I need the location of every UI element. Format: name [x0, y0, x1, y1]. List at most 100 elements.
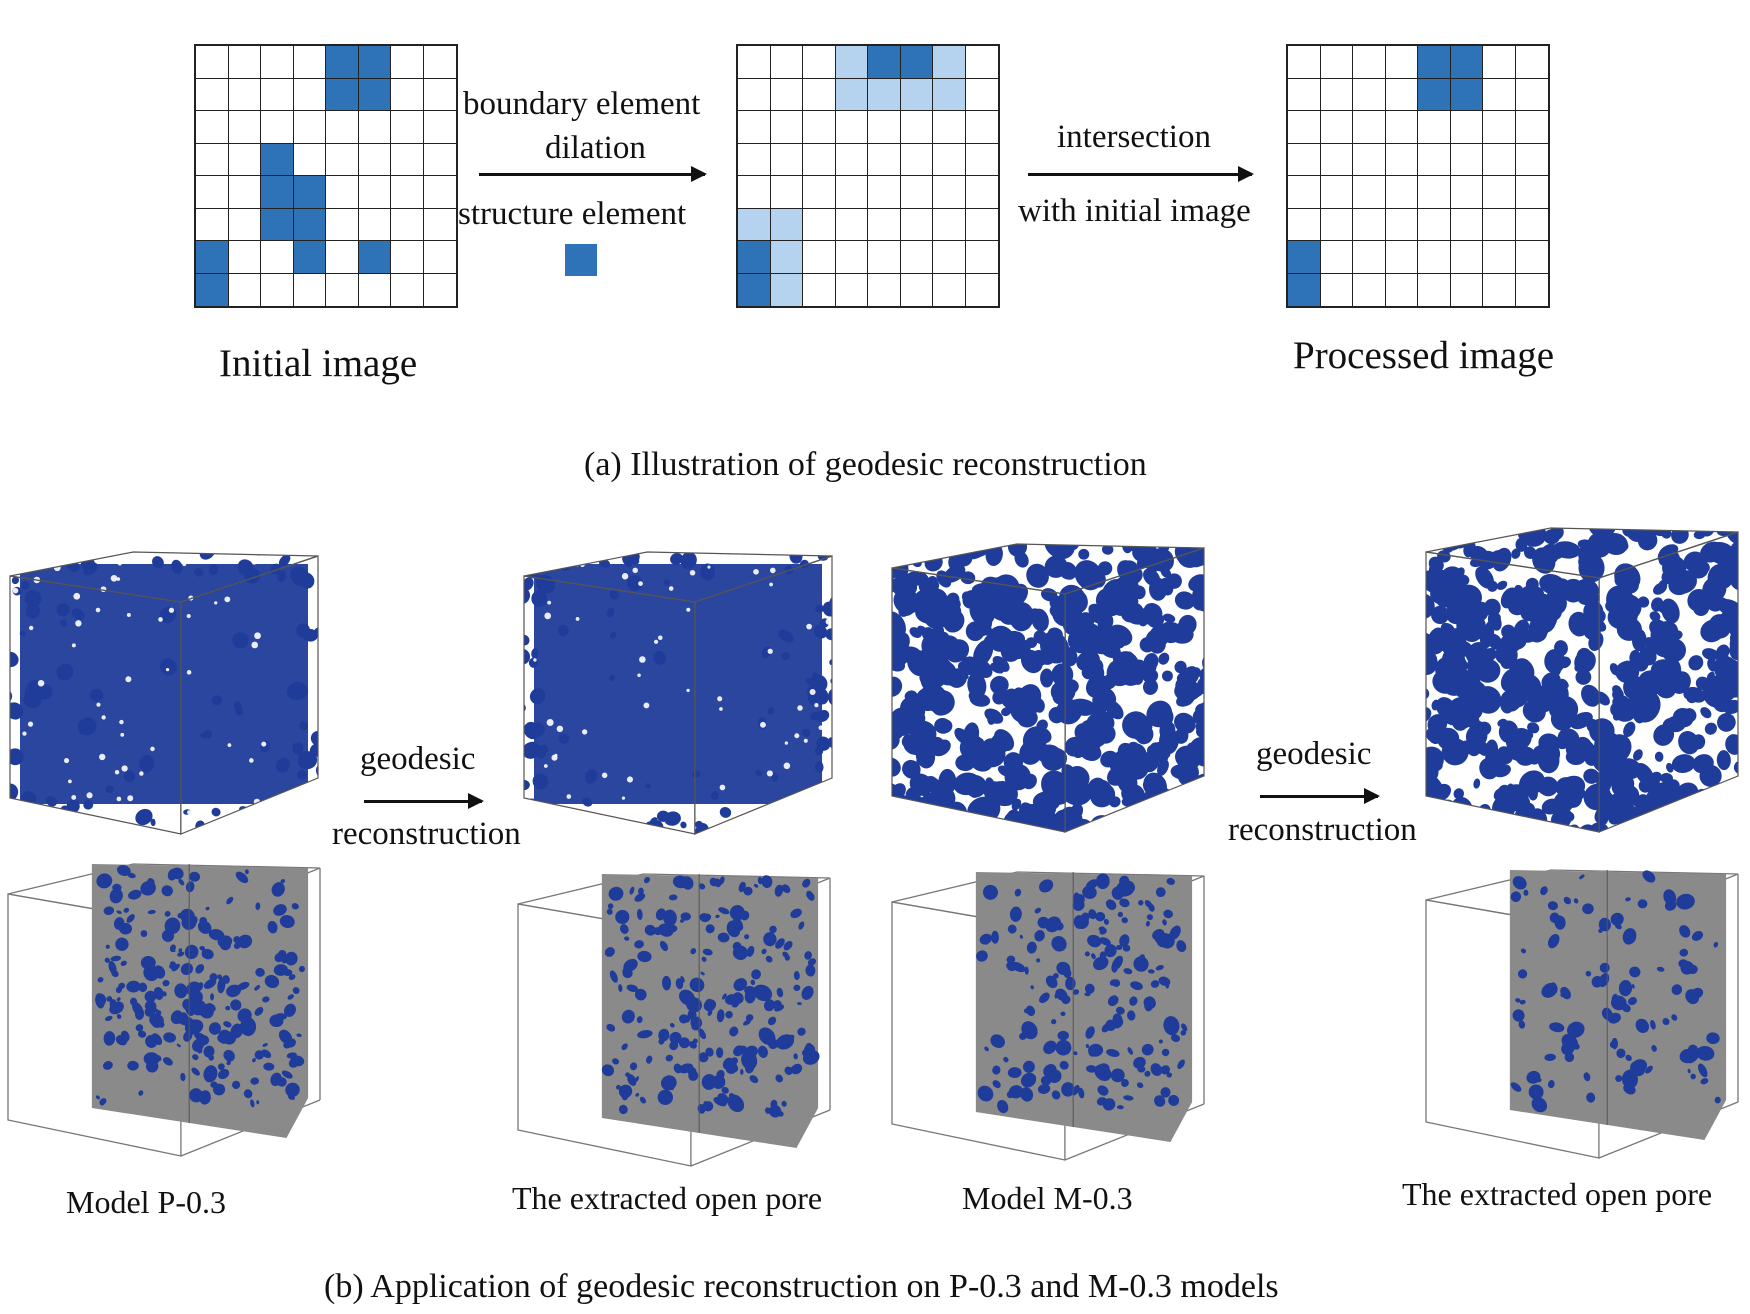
- grid-cell: [1450, 273, 1483, 306]
- grid-cell: [293, 46, 326, 79]
- grid-cell: [738, 241, 771, 274]
- grid-cell: [738, 46, 771, 79]
- grid-cell: [196, 241, 229, 274]
- grid-cell: [1483, 273, 1516, 306]
- grid-cell: [868, 46, 901, 79]
- grid-cell: [1385, 176, 1418, 209]
- grid-cell: [738, 111, 771, 144]
- grid-cell: [1353, 176, 1386, 209]
- grid-cell: [1353, 46, 1386, 79]
- grid-cell: [868, 111, 901, 144]
- grid-cell: [1450, 111, 1483, 144]
- grid-cell: [965, 241, 998, 274]
- grid-cell: [1385, 78, 1418, 111]
- grid-cell: [1515, 208, 1548, 241]
- grid-cell: [196, 176, 229, 209]
- grid-cell: [358, 143, 391, 176]
- grid-cell: [261, 241, 294, 274]
- grid-cell: [391, 143, 424, 176]
- grid-cell: [326, 111, 359, 144]
- grid-cell: [1450, 143, 1483, 176]
- grid-cell: [868, 208, 901, 241]
- grid-cell: [1288, 273, 1321, 306]
- grid-cell: [738, 143, 771, 176]
- grid-cell: [326, 273, 359, 306]
- grid-cell: [900, 143, 933, 176]
- grid-cell: [196, 208, 229, 241]
- geodesic-arrow-2: [1260, 788, 1380, 804]
- grid-cell: [1483, 176, 1516, 209]
- grid-cell: [1515, 241, 1548, 274]
- grid-cell: [1418, 111, 1451, 144]
- grid-cell: [423, 143, 456, 176]
- label-extracted-p: The extracted open pore: [512, 1180, 823, 1216]
- grid-cell: [900, 273, 933, 306]
- cube-p-open-top: [523, 551, 833, 835]
- grid-cell: [1418, 143, 1451, 176]
- grid-cell: [261, 46, 294, 79]
- grid-cell: [391, 176, 424, 209]
- arrow2-top-label: intersection: [1057, 119, 1211, 155]
- grid-cell: [1418, 241, 1451, 274]
- grid-cell: [1515, 143, 1548, 176]
- grid-cell: [358, 208, 391, 241]
- grid-cell: [423, 241, 456, 274]
- panel-b-caption: (b) Application of geodesic reconstructi…: [324, 1268, 1279, 1305]
- grid-cell: [1450, 241, 1483, 274]
- processed-image-label: Processed image: [1293, 334, 1555, 377]
- grid-cell: [293, 78, 326, 111]
- arrow2-bottom-label: with initial image: [1018, 193, 1251, 229]
- grid-cell: [391, 241, 424, 274]
- dilated-image-grid: [736, 44, 1000, 308]
- grid-cell: [868, 78, 901, 111]
- grid-cell: [228, 208, 261, 241]
- grid-cell: [326, 78, 359, 111]
- grid-cell: [770, 46, 803, 79]
- grid-cell: [835, 111, 868, 144]
- grid-cell: [1418, 78, 1451, 111]
- grid-cell: [293, 111, 326, 144]
- grid-cell: [261, 176, 294, 209]
- grid-cell: [835, 241, 868, 274]
- grid-cell: [933, 176, 966, 209]
- grid-cell: [1385, 241, 1418, 274]
- grid-cell: [423, 208, 456, 241]
- grid-cell: [326, 143, 359, 176]
- arrow1-label-line2: dilation: [545, 130, 646, 166]
- grid-cell: [1450, 208, 1483, 241]
- grid-cell: [228, 273, 261, 306]
- grid-cell: [1385, 208, 1418, 241]
- grid-cell: [196, 273, 229, 306]
- grid-cell: [965, 176, 998, 209]
- grid-cell: [738, 208, 771, 241]
- grid-cell: [1483, 111, 1516, 144]
- grid-cell: [391, 46, 424, 79]
- grid-cell: [933, 241, 966, 274]
- grid-cell: [196, 111, 229, 144]
- panel-a-caption: (a) Illustration of geodesic reconstruct…: [584, 446, 1147, 483]
- grid-cell: [868, 241, 901, 274]
- arrow-b2-label-line1: geodesic: [1256, 736, 1372, 772]
- grid-cell: [1515, 111, 1548, 144]
- grid-cell: [423, 46, 456, 79]
- grid-cell: [261, 111, 294, 144]
- grid-cell: [933, 208, 966, 241]
- grid-cell: [835, 208, 868, 241]
- grid-cell: [358, 46, 391, 79]
- grid-cell: [803, 46, 836, 79]
- processed-image-grid: [1286, 44, 1550, 308]
- slice-p: [7, 863, 321, 1157]
- grid-cell: [770, 273, 803, 306]
- intersection-arrow: [1028, 166, 1254, 182]
- grid-cell: [1288, 208, 1321, 241]
- grid-cell: [358, 78, 391, 111]
- grid-cell: [1483, 208, 1516, 241]
- grid-cell: [1320, 78, 1353, 111]
- grid-cell: [1320, 241, 1353, 274]
- cube-p-top: [9, 551, 319, 835]
- grid-cell: [1320, 143, 1353, 176]
- grid-cell: [803, 241, 836, 274]
- grid-cell: [770, 208, 803, 241]
- grid-cell: [261, 143, 294, 176]
- grid-cell: [358, 241, 391, 274]
